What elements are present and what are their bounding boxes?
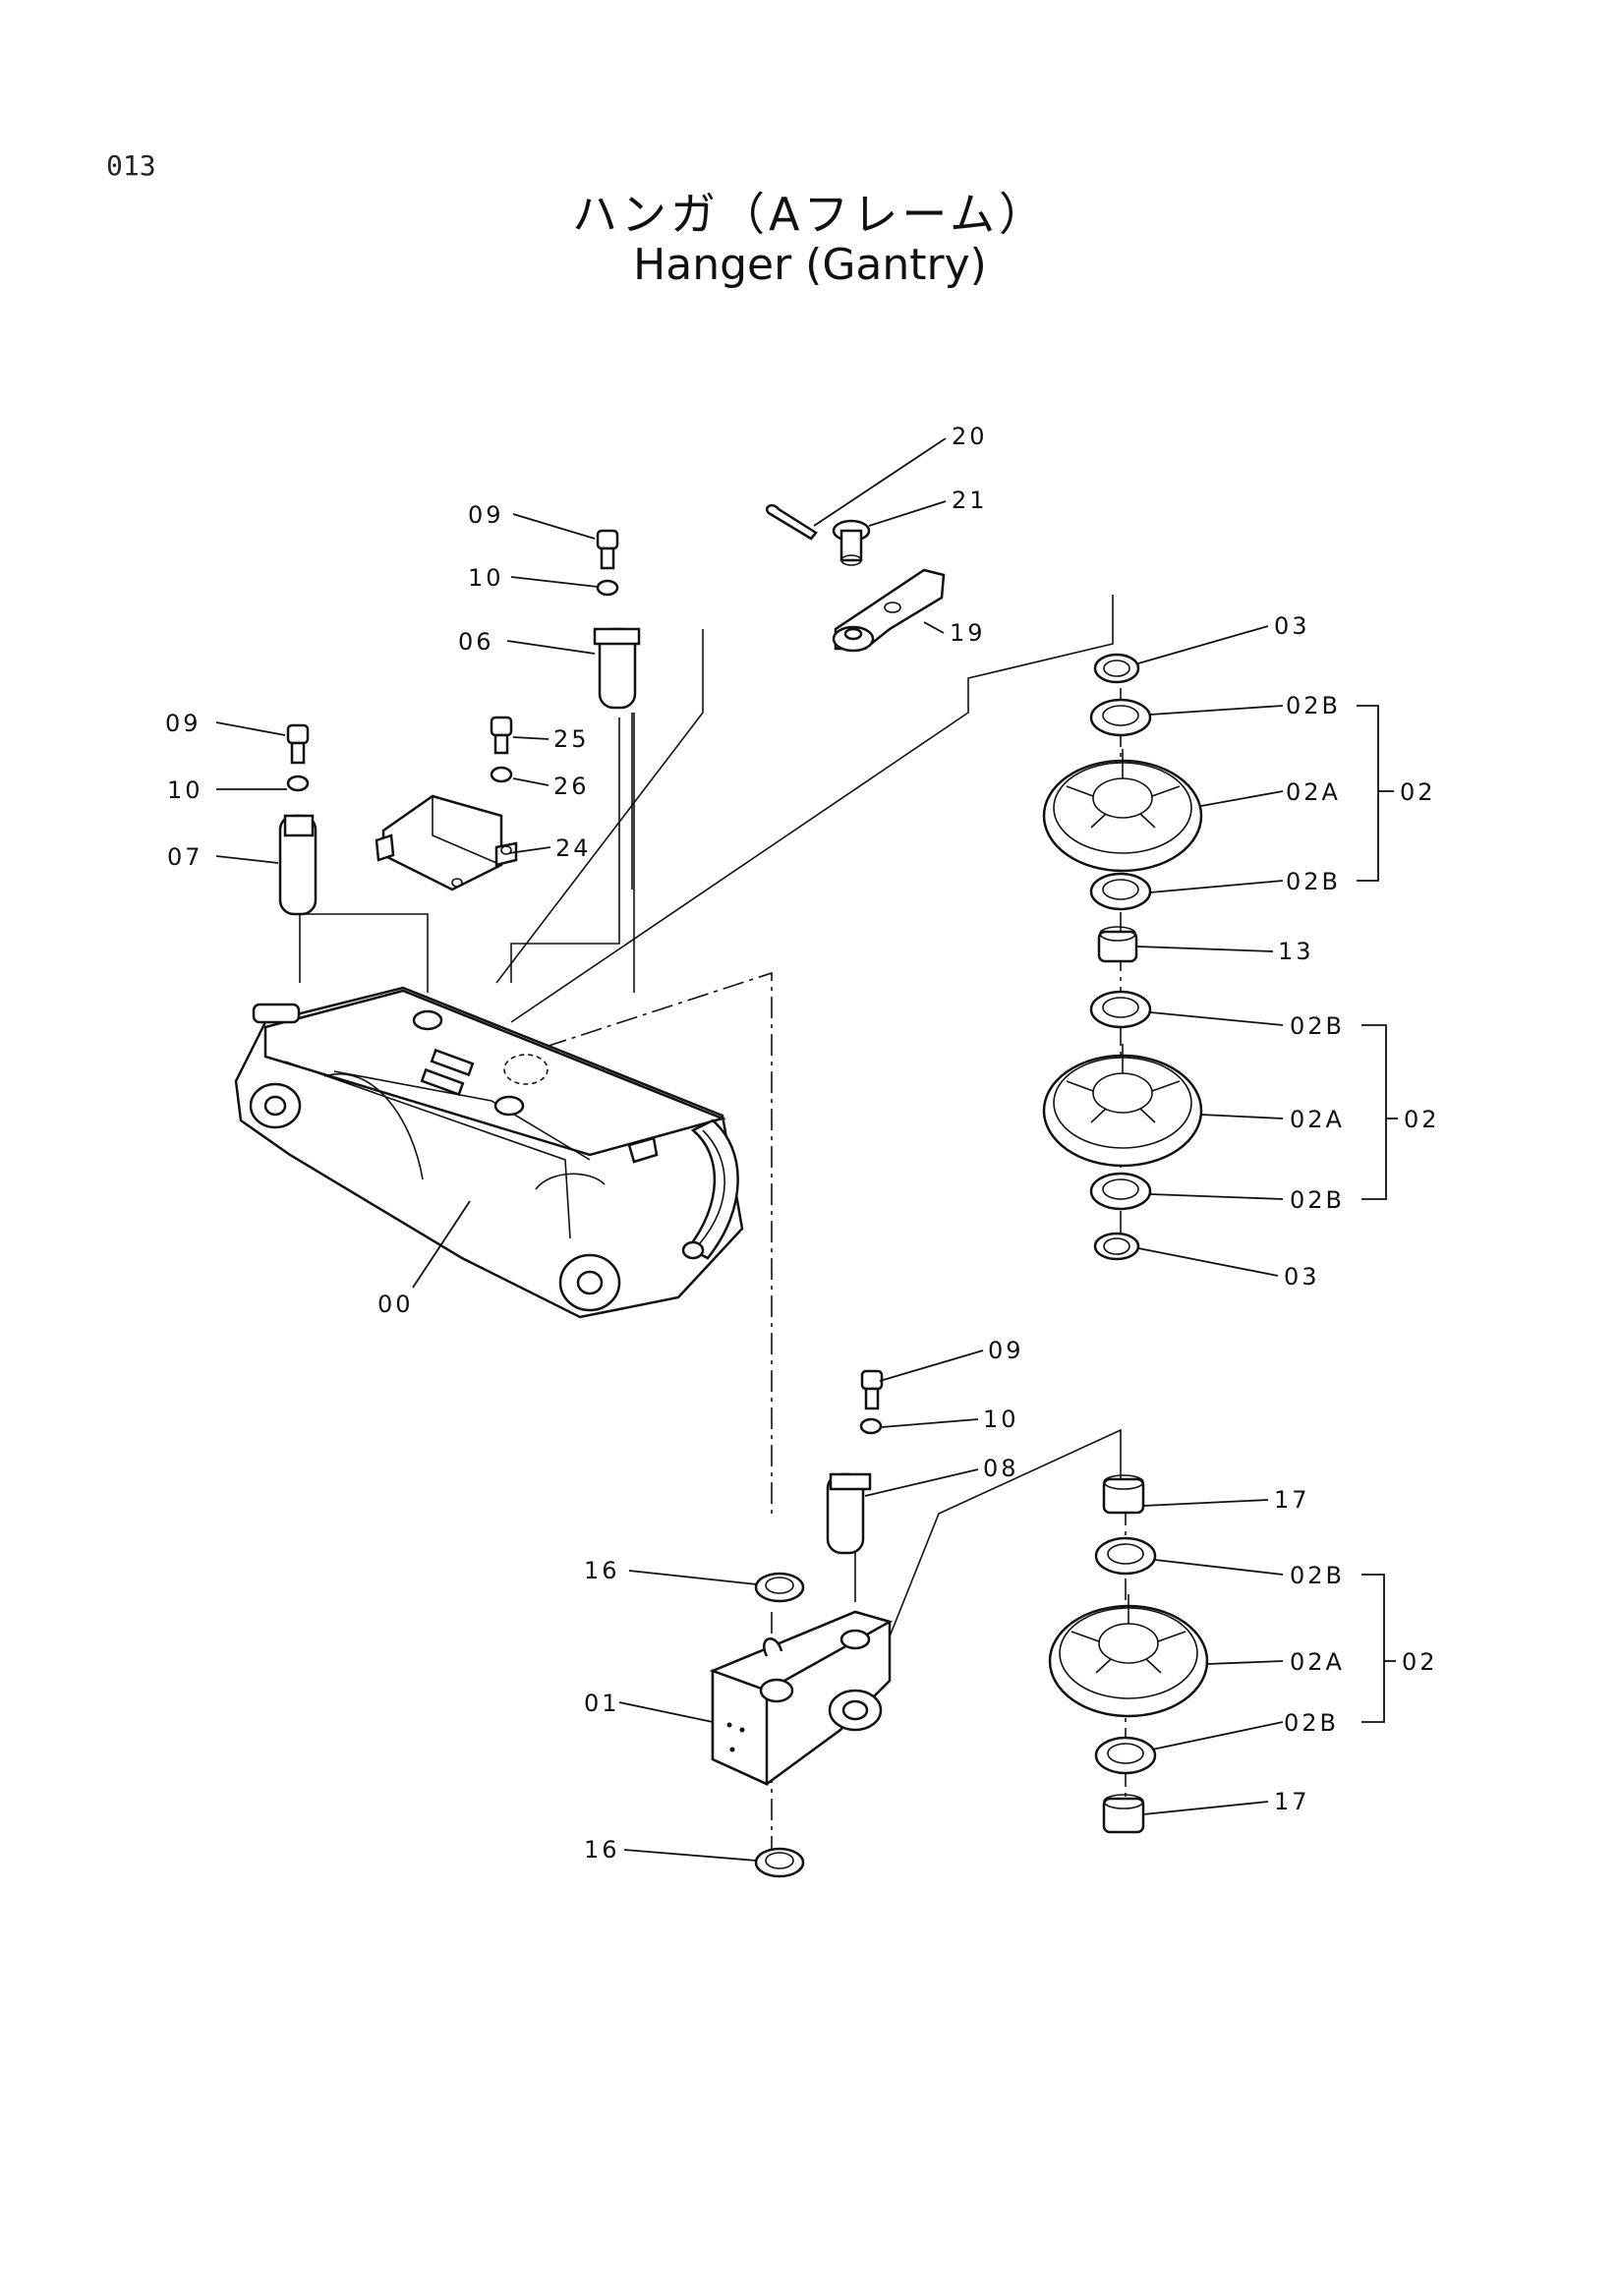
- label-10-top: 10: [468, 564, 504, 592]
- label-21: 21: [952, 487, 988, 514]
- page-number: 013: [106, 149, 156, 182]
- bushings-16: [754, 1572, 805, 1878]
- label-16-bottom: 16: [584, 1836, 620, 1864]
- label-25: 25: [553, 725, 590, 753]
- label-02B-3: 02B: [1290, 1012, 1345, 1040]
- label-02B-6: 02B: [1284, 1709, 1339, 1737]
- label-02B-5: 02B: [1290, 1562, 1345, 1589]
- label-09-lower: 09: [988, 1337, 1024, 1364]
- label-02B-4: 02B: [1290, 1186, 1345, 1214]
- label-16-top: 16: [584, 1557, 620, 1584]
- callout-labels: 09 10 06 09 10 07 25 26 24 20 21 19 03 0…: [165, 423, 1440, 1864]
- label-10-left: 10: [167, 776, 203, 804]
- label-24: 24: [555, 834, 592, 862]
- label-03-bottom: 03: [1284, 1263, 1320, 1291]
- label-03-top: 03: [1274, 612, 1310, 640]
- label-26: 26: [553, 773, 590, 800]
- label-09-top: 09: [468, 501, 504, 529]
- label-02B-1: 02B: [1286, 692, 1341, 719]
- sheave-stack-middle: [1042, 990, 1203, 1261]
- cover-24: [375, 794, 518, 891]
- label-08: 08: [983, 1455, 1019, 1482]
- label-06: 06: [458, 628, 494, 656]
- sheave-stack-upper: [1042, 653, 1203, 963]
- hanger-frame: [234, 986, 744, 1319]
- label-00: 00: [377, 1291, 414, 1318]
- bolts: [286, 529, 884, 1410]
- label-17-top: 17: [1274, 1486, 1310, 1514]
- label-20: 20: [952, 423, 988, 450]
- label-02A-3: 02A: [1290, 1648, 1345, 1676]
- label-01: 01: [584, 1690, 620, 1717]
- label-13: 13: [1278, 938, 1314, 965]
- label-02A-2: 02A: [1290, 1106, 1345, 1133]
- leader-lines: [215, 437, 1398, 1862]
- label-10-lower: 10: [983, 1406, 1019, 1433]
- label-19: 19: [950, 619, 986, 647]
- label-02B-2: 02B: [1286, 868, 1341, 895]
- pin-06: [593, 627, 641, 710]
- washers: [286, 579, 883, 1435]
- cotter-pin-20: [765, 503, 818, 541]
- label-09-left: 09: [165, 710, 202, 737]
- pin-19: [832, 568, 946, 653]
- label-07: 07: [167, 843, 203, 871]
- sheave-stack-lower: [1048, 1474, 1209, 1834]
- lower-bracket: [709, 1610, 894, 1786]
- label-02A-1: 02A: [1286, 778, 1341, 806]
- pin-08: [826, 1472, 872, 1555]
- pin-21: [832, 519, 871, 566]
- label-02-1: 02: [1400, 778, 1436, 806]
- title-japanese: ハンガ（Aフレーム）: [571, 188, 1049, 241]
- label-17-bottom: 17: [1274, 1788, 1310, 1815]
- label-02-3: 02: [1402, 1648, 1438, 1676]
- label-02-2: 02: [1404, 1106, 1440, 1133]
- pin-07: [278, 814, 318, 916]
- title-english: Hanger (Gantry): [633, 240, 987, 290]
